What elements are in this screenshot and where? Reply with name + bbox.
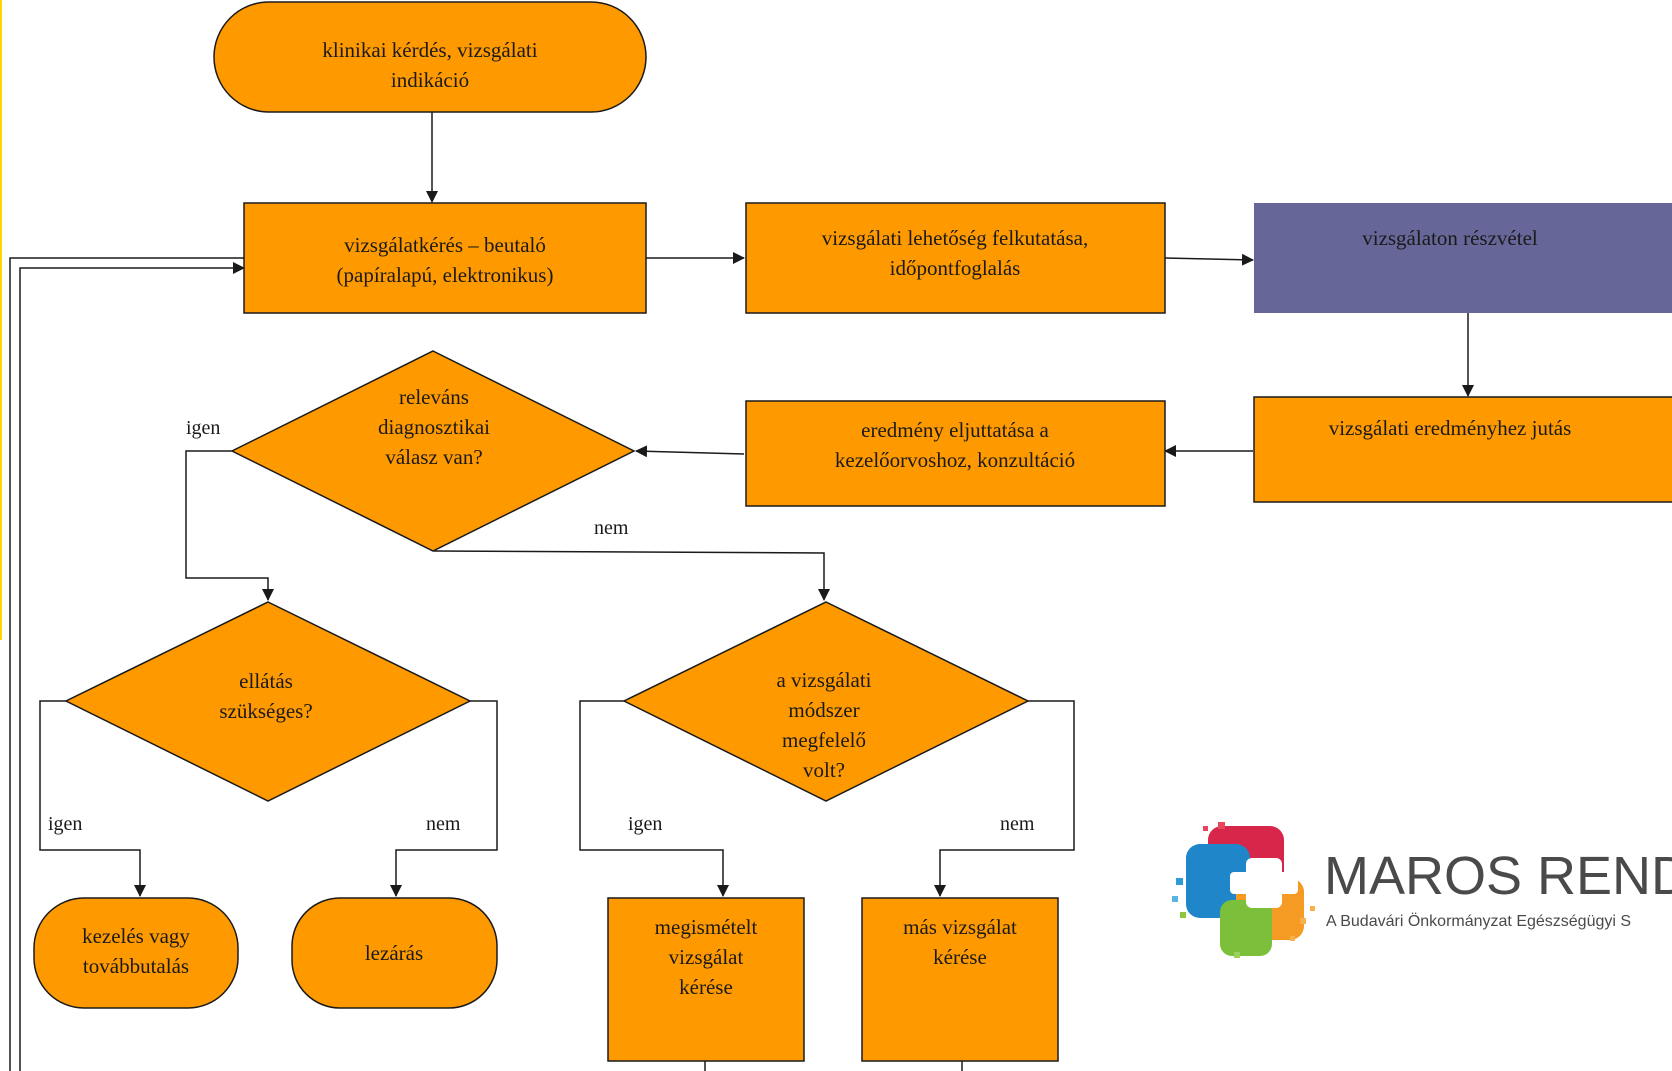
maros-logo: MAROS RENDE A Budavári Önkormányzat Egés… <box>1172 822 1672 958</box>
node-result-shape <box>1253 396 1672 503</box>
node-deliver-shape <box>745 400 1166 507</box>
node-deliver-label-line: kezelőorvoshoz, konzultáció <box>835 448 1075 472</box>
node-treat: kezelés vagy továbbutalás <box>33 897 239 1009</box>
decision-method-label-line: módszer <box>788 698 859 722</box>
node-start-label: klinikai kérdés, vizsgálati indikáció <box>322 38 537 92</box>
node-treat-label-line: kezelés vagy <box>82 924 190 948</box>
node-repeat-label-line: vizsgálat <box>669 945 744 969</box>
node-repeat-label: megismételt vizsgálat kérése <box>655 915 758 999</box>
cross-logo-icon <box>1172 822 1315 958</box>
node-repeat-shape <box>607 897 805 1062</box>
edge-search-to-attend <box>1164 253 1254 266</box>
decision-relevant-label-line: válasz van? <box>385 445 482 469</box>
node-other-label: más vizsgálat kérése <box>903 915 1017 969</box>
decision-care-label: ellátás szükséges? <box>219 669 312 723</box>
decision-care-label-line: ellátás <box>239 669 293 693</box>
edge-relevant-no <box>433 550 830 601</box>
edge-relevant-yes <box>185 450 274 601</box>
edge-method-yes <box>579 700 729 897</box>
decision-method: a vizsgálati módszer megfelelő volt? <box>622 601 1030 802</box>
edge-feedback-rail <box>19 262 245 1071</box>
node-deliver-label: eredmény eljuttatása a kezelőorvoshoz, ko… <box>835 418 1075 472</box>
node-request-label: vizsgálatkérés – beutaló (papíralapú, ele… <box>337 233 554 287</box>
node-request-label-line: vizsgálatkérés – beutaló <box>344 233 546 257</box>
connectors <box>9 112 1474 1071</box>
node-request-label-line: (papíralapú, elektronikus) <box>337 263 554 287</box>
decision-relevant-label-line: diagnosztikai <box>378 415 490 439</box>
decision-relevant-label-line: releváns <box>399 385 469 409</box>
decision-method-label-line: a vizsgálati <box>776 668 871 692</box>
node-start: klinikai kérdés, vizsgálati indikáció <box>213 1 647 113</box>
decision-care-shape <box>64 601 472 802</box>
logo-name: MAROS RENDE <box>1324 846 1672 906</box>
label-care-yes: igen <box>48 813 82 835</box>
label-method-yes: igen <box>628 813 662 835</box>
node-repeat-label-line: megismételt <box>655 915 758 939</box>
decision-method-label-line: volt? <box>803 758 845 782</box>
node-start-label-line: klinikai kérdés, vizsgálati <box>322 38 537 62</box>
decision-relevant: releváns diagnosztikai válasz van? <box>230 350 636 552</box>
node-other-label-line: más vizsgálat <box>903 915 1017 939</box>
node-attend-label: vizsgálaton részvétel <box>1362 226 1538 250</box>
node-other-label-line: kérése <box>933 945 987 969</box>
node-deliver-label-line: eredmény eljuttatása a <box>861 418 1049 442</box>
label-care-no: nem <box>426 813 461 835</box>
decision-method-label-line: megfelelő <box>782 728 866 752</box>
node-repeat-label-line: kérése <box>679 975 733 999</box>
node-close-shape <box>291 897 498 1009</box>
node-close-label-line: lezárás <box>365 941 423 965</box>
node-deliver: eredmény eljuttatása a kezelőorvoshoz, ko… <box>745 400 1166 507</box>
decision-method-shape <box>622 601 1030 802</box>
node-treat-shape <box>33 897 239 1009</box>
decision-relevant-shape <box>230 350 636 552</box>
node-other: más vizsgálat kérése <box>861 897 1059 1062</box>
label-relevant-yes: igen <box>186 417 220 439</box>
node-treat-label: kezelés vagy továbbutalás <box>82 924 190 978</box>
decision-method-label: a vizsgálati módszer megfelelő volt? <box>776 668 871 782</box>
node-search-label-line: vizsgálati lehetőség felkutatása, <box>822 226 1088 250</box>
node-search-label: vizsgálati lehetőség felkutatása, időpont… <box>822 226 1088 280</box>
node-other-shape <box>861 897 1059 1062</box>
node-result: vizsgálati eredményhez jutás <box>1253 396 1672 503</box>
node-request-shape <box>243 202 647 314</box>
decision-care-label-line: szükséges? <box>219 699 312 723</box>
node-request: vizsgálatkérés – beutaló (papíralapú, ele… <box>243 202 647 314</box>
logo-tagline: A Budavári Önkormányzat Egészségügyi S <box>1326 912 1631 930</box>
node-attend-shape <box>1254 203 1672 313</box>
label-relevant-no: nem <box>594 517 629 539</box>
edge-care-yes <box>39 700 146 897</box>
node-attend-label-line: vizsgálaton részvétel <box>1362 226 1538 250</box>
node-close-label: lezárás <box>365 941 423 965</box>
node-start-label-line: indikáció <box>391 68 469 92</box>
node-close: lezárás <box>291 897 498 1009</box>
node-result-label-line: vizsgálati eredményhez jutás <box>1329 416 1572 440</box>
edge-care-no <box>390 700 498 897</box>
decision-relevant-label: releváns diagnosztikai válasz van? <box>378 385 490 469</box>
decision-care: ellátás szükséges? <box>64 601 472 802</box>
node-search-shape <box>745 202 1166 314</box>
edge-method-no <box>934 700 1075 897</box>
node-attend: vizsgálaton részvétel <box>1254 203 1672 313</box>
node-treat-label-line: továbbutalás <box>83 954 189 978</box>
node-repeat: megismételt vizsgálat kérése <box>607 897 805 1062</box>
label-method-no: nem <box>1000 813 1035 835</box>
edge-repeat-loop <box>9 257 706 1071</box>
node-search: vizsgálati lehetőség felkutatása, időpont… <box>745 202 1166 314</box>
node-result-label: vizsgálati eredményhez jutás <box>1329 416 1572 440</box>
node-start-shape <box>213 1 647 113</box>
edge-deliver-to-decision <box>635 445 745 458</box>
node-search-label-line: időpontfoglalás <box>890 256 1021 280</box>
